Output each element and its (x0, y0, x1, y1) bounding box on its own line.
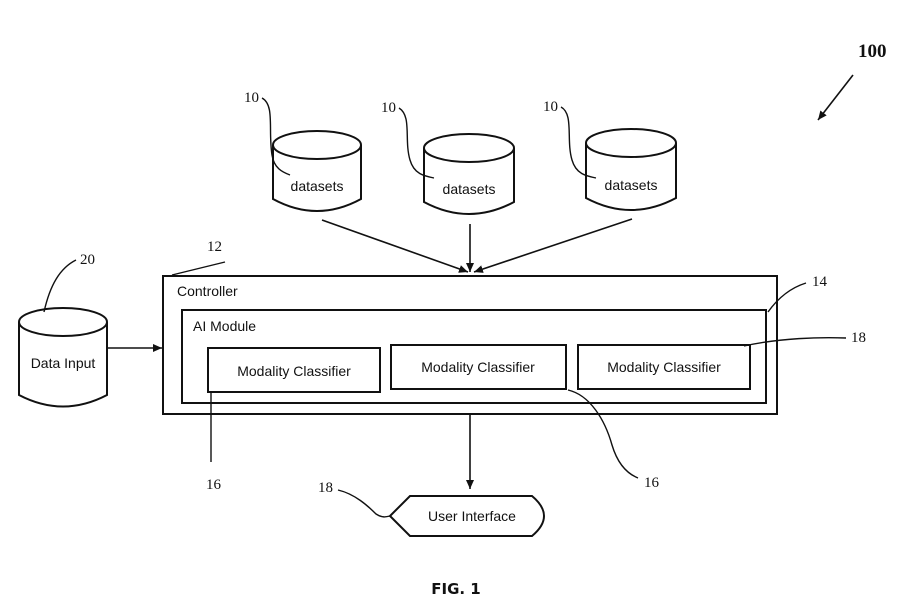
data-input-leader-line (44, 260, 76, 312)
data-input-label: Data Input (31, 355, 96, 371)
user-interface-shape: User Interface (390, 496, 544, 536)
dataset-label: datasets (605, 177, 658, 193)
classifier-label: Modality Classifier (237, 363, 351, 379)
classifier-ref-label: 16 (644, 475, 660, 491)
dataset-arrow (474, 219, 632, 272)
modality-classifier-1: Modality Classifier (208, 348, 380, 392)
classifier-ref-label: 16 (206, 477, 222, 493)
classifier-label: Modality Classifier (421, 359, 535, 375)
system-ref-label: 100 (858, 41, 887, 62)
modality-classifier-2: Modality Classifier (391, 345, 566, 389)
data-input-ref-label: 20 (80, 252, 95, 268)
dataset-cylinder-3: datasets (586, 129, 676, 210)
dataset-arrow (322, 220, 468, 272)
dataset-ref-label: 10 (381, 100, 396, 116)
user-interface-leader-line (338, 490, 390, 517)
data-input-cylinder: Data Input (19, 308, 107, 407)
classifier-label: Modality Classifier (607, 359, 721, 375)
dataset-cylinder-2: datasets (424, 134, 514, 214)
dataset-ref-label: 10 (244, 90, 259, 106)
user-interface-label: User Interface (428, 508, 516, 524)
controller-ref-label: 12 (207, 239, 222, 255)
dataset-label: datasets (443, 181, 496, 197)
ai-module-ref-label: 14 (812, 274, 828, 290)
dataset-cylinder-1: datasets (273, 131, 361, 211)
dataset-label: datasets (291, 178, 344, 194)
ai-module-label: AI Module (193, 318, 256, 334)
system-ref-arrow (818, 75, 853, 120)
modality-classifier-3: Modality Classifier (578, 345, 750, 389)
controller-leader-line (172, 262, 225, 275)
dataset-ref-label: 10 (543, 99, 558, 115)
user-interface-ref-label: 18 (318, 480, 333, 496)
controller-label: Controller (177, 283, 238, 299)
classifier-ref-label: 18 (851, 330, 866, 346)
figure-caption: FIG. 1 (431, 580, 481, 598)
